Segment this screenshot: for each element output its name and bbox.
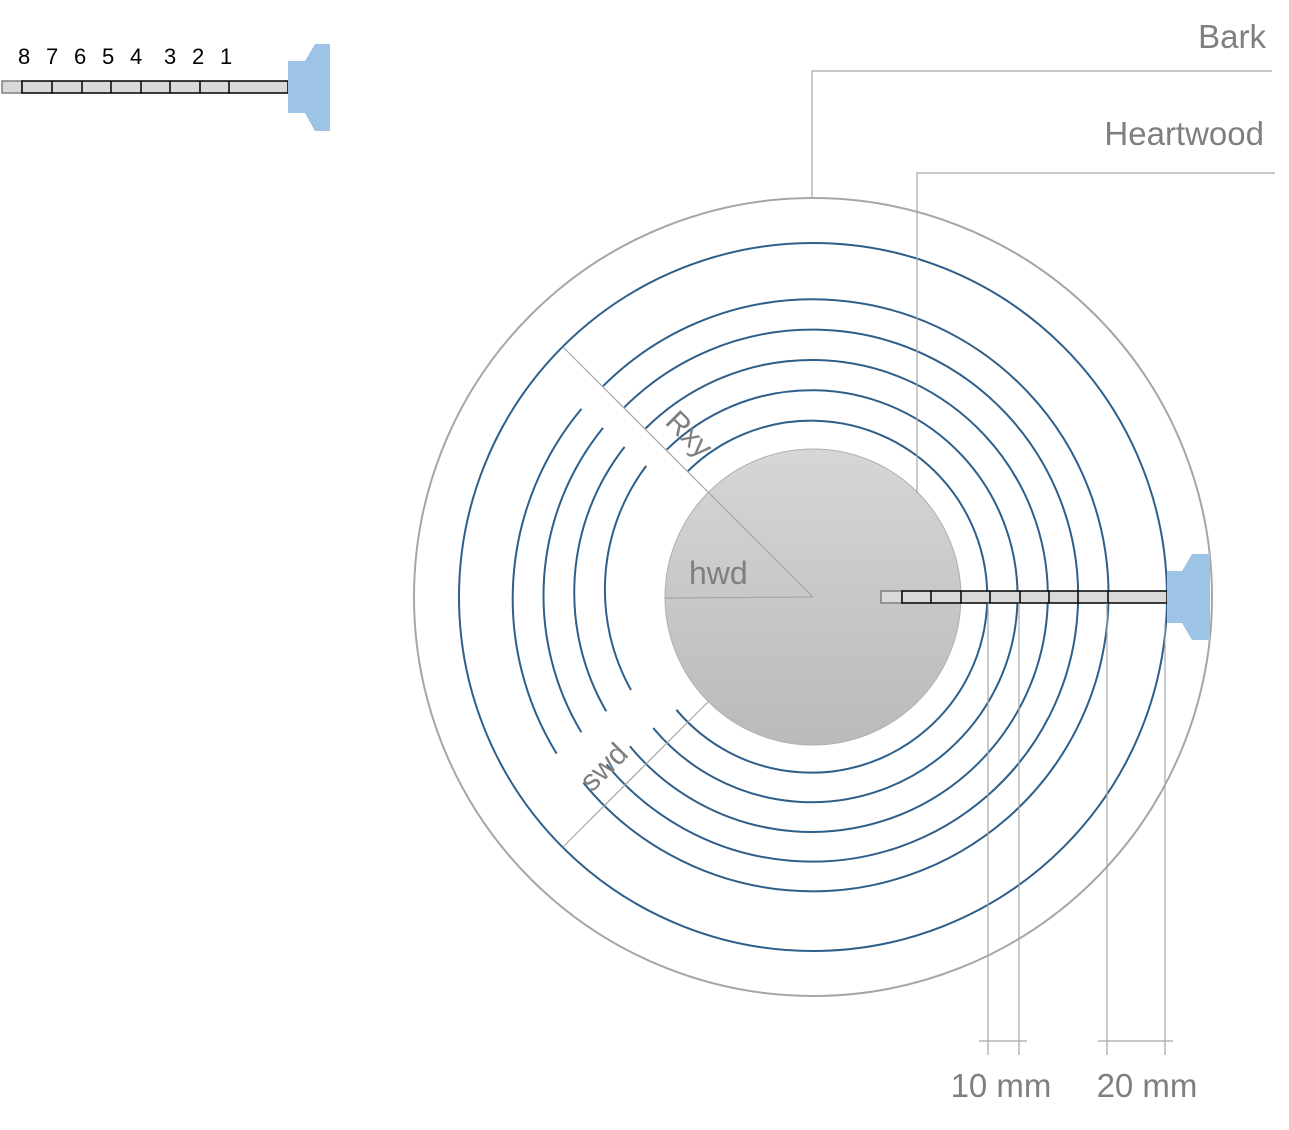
probe-legend: 8 7 6 5 4 3 2 1	[1, 44, 330, 131]
swd-label: swd	[574, 737, 635, 798]
growth-ring-5-left	[603, 465, 647, 691]
heartwood-leader-line	[916, 172, 1275, 493]
heartwood-label: Heartwood	[1104, 115, 1264, 152]
rxy-radius-line	[562, 346, 814, 598]
scale-10mm-label: 10 mm	[951, 1067, 1052, 1104]
probe-number-1: 1	[220, 44, 232, 69]
growth-ring-6	[675, 419, 989, 774]
hwd-label: hwd	[689, 555, 748, 591]
bark-leader-line	[811, 70, 1272, 198]
growth-ring-4	[629, 359, 1049, 833]
probe-inserted	[880, 554, 1210, 640]
probe-head-icon	[288, 44, 330, 131]
scale-20mm-label: 20 mm	[1097, 1067, 1198, 1104]
growth-ring-3-left	[542, 427, 604, 733]
growth-ring-2	[582, 298, 1110, 893]
hwd-radius-line	[664, 596, 814, 599]
growth-ring-4-left	[573, 446, 626, 712]
growth-ring-3	[605, 328, 1080, 863]
probe-number-8: 8	[18, 44, 30, 69]
rxy-label: Rxy	[659, 405, 719, 465]
probe-number-5: 5	[102, 44, 114, 69]
probe-number-3: 3	[164, 44, 176, 69]
bark-circle	[413, 197, 1213, 997]
growth-ring-2-left	[511, 408, 583, 755]
probe-number-4: 4	[130, 44, 142, 69]
swd-radius-line	[562, 701, 709, 848]
probe-number-6: 6	[74, 44, 86, 69]
probe-number-7: 7	[46, 44, 58, 69]
probe-number-2: 2	[192, 44, 204, 69]
bark-label: Bark	[1198, 18, 1266, 55]
probe-head-icon-inserted	[1167, 554, 1210, 640]
growth-ring-5	[652, 389, 1019, 804]
